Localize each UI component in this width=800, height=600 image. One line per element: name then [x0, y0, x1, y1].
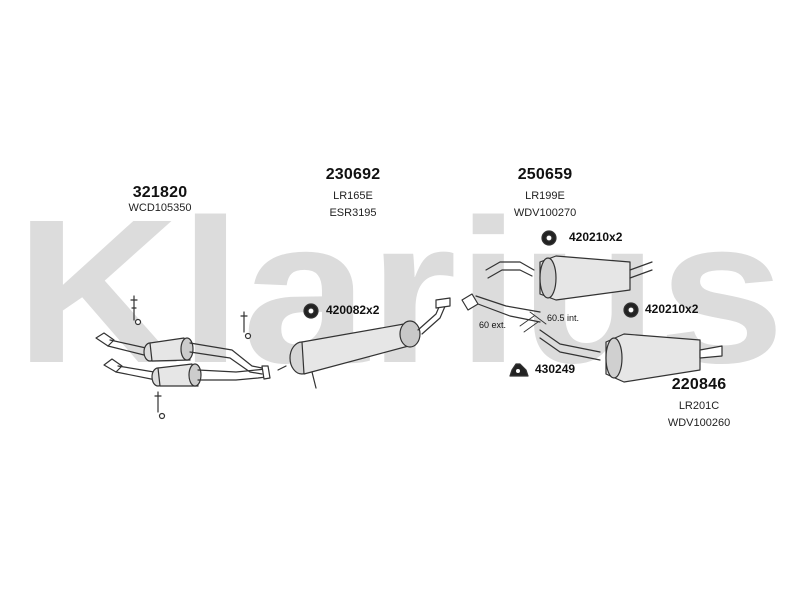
- part-220846: 220846 LR201C WDV100260: [654, 376, 744, 430]
- part-number: 321820: [132, 184, 188, 201]
- part-code: WDV100260: [667, 417, 731, 429]
- rubber-hanger-icon: [623, 302, 639, 318]
- part-number: 220846: [671, 376, 727, 393]
- front-pipe-catalyst-assembly: [95, 295, 271, 420]
- dimension-int-label: 60.5 int.: [547, 313, 580, 323]
- rubber-hanger-icon: [303, 303, 319, 319]
- part-250659: 250659 LR199E WDV100270: [500, 166, 590, 220]
- part-code: WCD105350: [128, 202, 192, 214]
- accessory-label: 420210x2: [569, 230, 623, 244]
- cut-marks: [519, 311, 547, 333]
- part-230692: 230692 LR165E ESR3195: [308, 166, 398, 220]
- middle-silencer: [277, 297, 451, 389]
- rear-silencer: [539, 329, 723, 383]
- part-code: LR165E: [333, 190, 373, 202]
- accessory-label: 420210x2: [645, 302, 699, 316]
- accessory-label: 420082x2: [326, 303, 380, 317]
- accessory-label: 430249: [535, 362, 576, 376]
- part-code: LR201C: [678, 400, 720, 412]
- part-number: 230692: [325, 166, 381, 183]
- dimension-ext-label: 60 ext.: [479, 320, 507, 330]
- part-code: ESR3195: [329, 207, 377, 219]
- part-code: LR199E: [525, 190, 565, 202]
- part-code: WDV100270: [513, 207, 577, 219]
- mounting-bracket-icon: [509, 363, 529, 377]
- intermediate-silencer: [461, 255, 653, 323]
- part-number: 250659: [517, 166, 573, 183]
- rubber-hanger-icon: [541, 230, 557, 246]
- part-321820: 321820 WCD105350: [120, 184, 200, 215]
